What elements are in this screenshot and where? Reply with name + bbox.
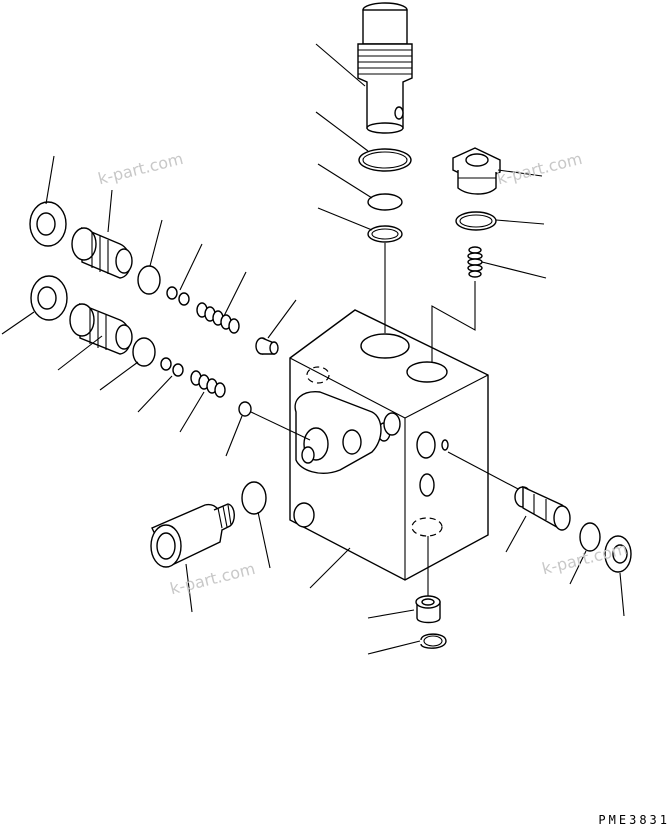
nut-upper xyxy=(29,201,67,247)
washer-upper-a xyxy=(166,286,178,300)
leader-lines xyxy=(1,43,625,655)
sleeve-upper xyxy=(71,226,133,279)
bottom-bushing xyxy=(415,595,441,624)
hex-plug xyxy=(452,147,501,195)
ball xyxy=(238,401,252,417)
plug-fitting xyxy=(150,503,235,568)
nut-lower xyxy=(30,275,68,321)
nut-right xyxy=(604,535,632,573)
mounting-flange xyxy=(294,391,382,474)
washer-lower-b xyxy=(172,363,184,377)
washer-lower-a xyxy=(160,357,172,371)
valve-block-body xyxy=(289,309,489,581)
check-valve xyxy=(514,485,571,531)
small-spring-top xyxy=(467,246,483,278)
relief-valve-cartridge xyxy=(357,2,413,134)
washer-upper-b xyxy=(178,292,190,306)
spring-upper xyxy=(196,302,240,334)
drawing-code: PME3831 xyxy=(598,813,670,827)
snap-ring xyxy=(420,633,447,649)
disc-upper xyxy=(137,265,161,295)
seal-disc-right xyxy=(579,522,601,552)
seal-disc-left xyxy=(241,481,267,515)
disc-lower xyxy=(132,337,156,367)
sleeve-lower xyxy=(69,302,133,355)
o-ring-large-top xyxy=(358,148,412,172)
poppet-pin xyxy=(255,337,279,355)
backup-ring-top xyxy=(367,193,403,211)
o-ring-small-top xyxy=(367,225,403,243)
spring-lower xyxy=(190,370,226,398)
